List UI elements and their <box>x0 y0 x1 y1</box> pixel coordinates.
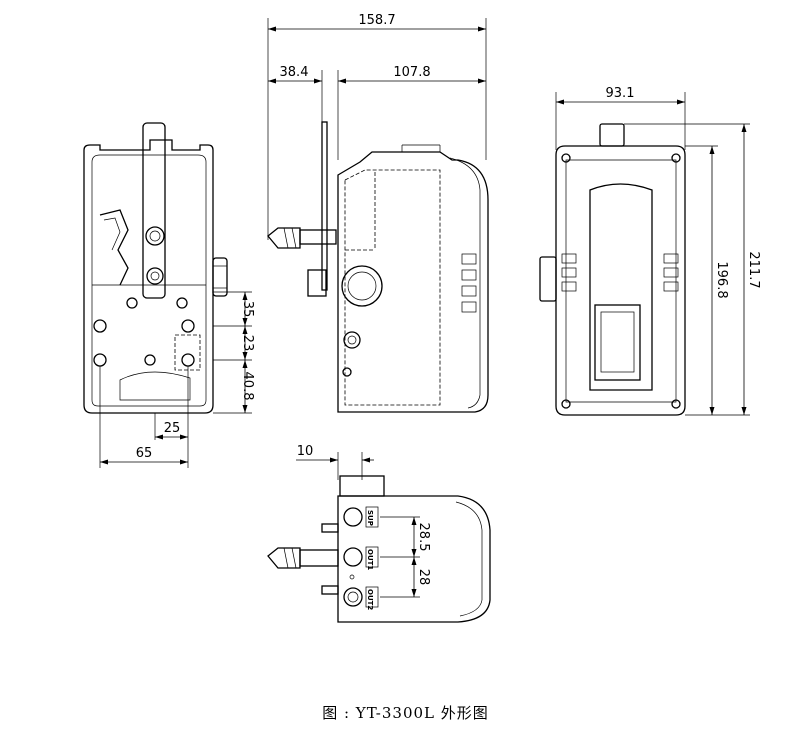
right-view-vents <box>561 253 679 292</box>
dim-hole-width: 65 <box>136 446 153 461</box>
dim-body-depth: 107.8 <box>393 65 430 80</box>
dim-hole-offset-x: 25 <box>164 421 181 436</box>
dim-hole-spacing-2: 23 <box>240 335 255 352</box>
dim-overall-width: 158.7 <box>358 13 395 28</box>
dim-body-height: 196.8 <box>714 261 729 298</box>
port-label-sup: SUP <box>366 510 374 526</box>
dim-port-spacing-1: 28.5 <box>416 523 431 552</box>
top-dimensions: 158.7 38.4 107.8 <box>267 13 487 240</box>
dim-port-spacing-2: 28 <box>416 569 431 586</box>
dim-hole-spacing-1: 35 <box>240 301 255 318</box>
port-label-out1: OUT1 <box>366 549 374 570</box>
figure-caption: 图 : YT-3300L 外形图 <box>322 704 489 722</box>
right-view: 93.1 196.8 211.7 <box>539 86 761 416</box>
port-label-out2: OUT2 <box>366 589 374 610</box>
dim-front-width: 93.1 <box>606 86 635 101</box>
bottom-view: 10 SUP OUT1 OUT2 28.5 28 <box>267 444 491 623</box>
dim-overall-height: 211.7 <box>746 251 761 288</box>
dim-bottom-offset: 10 <box>297 444 314 459</box>
side-view <box>267 121 489 413</box>
dim-hole-spacing-3: 40.8 <box>240 372 255 401</box>
side-view-vents <box>461 253 477 313</box>
front-view: 35 23 40.8 25 65 <box>83 122 255 468</box>
dim-shaft-offset: 38.4 <box>280 65 309 80</box>
